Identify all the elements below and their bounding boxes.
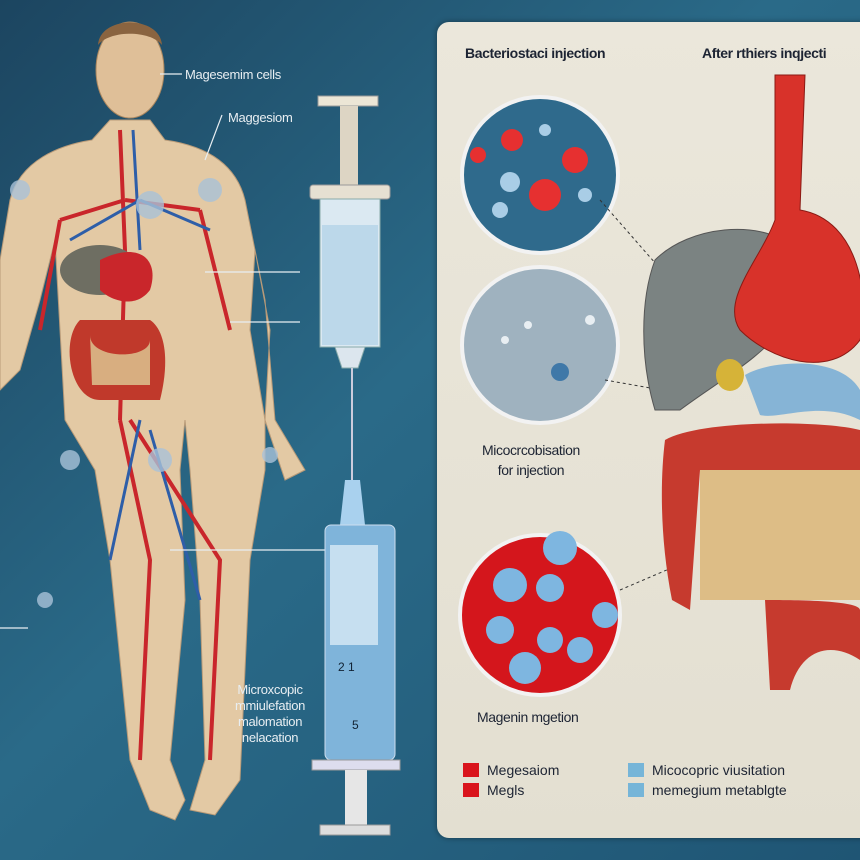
legend-item: Megesaiom xyxy=(463,760,559,780)
syringe-bottom xyxy=(311,480,401,836)
legend-left: Megesaiom Megls xyxy=(463,760,559,800)
caption-microcrobisation: Micocrcobisation for injection xyxy=(482,440,580,480)
caption-magnesium-mgetion: Magenin mgetion xyxy=(477,709,579,725)
legend-right: Micocopric viusitation memegium metablgt… xyxy=(628,760,787,800)
legend-label: Megesaiom xyxy=(487,762,560,778)
label-magnesium-cells: Magesemim cells xyxy=(185,67,281,82)
label-line: malomation xyxy=(237,714,303,729)
legend-swatch-red xyxy=(463,783,479,797)
header-after-injection: After rthiers inqjecti xyxy=(702,45,827,61)
label-magnesium: Maggesiom xyxy=(228,110,293,125)
syringe-scale-1: 1 xyxy=(348,660,355,674)
legend-label: Micocopric viusitation xyxy=(652,762,786,778)
syringe-top xyxy=(309,95,391,485)
legend-item: Megls xyxy=(463,780,559,800)
label-line: nelacation xyxy=(241,730,299,745)
legend-item: memegium metablgte xyxy=(628,780,787,800)
header-before-injection: Bacteriostaci injection xyxy=(465,45,606,61)
label-line: mmiulefation xyxy=(235,698,306,713)
legend-swatch-red xyxy=(463,763,479,777)
label-microscopic: Microxcopic mmiulefation malomation nela… xyxy=(235,682,305,746)
label-line: Microxcopic xyxy=(237,682,303,697)
caption-line: Micocrcobisation xyxy=(482,442,580,458)
pointer-lines xyxy=(0,73,330,629)
human-body xyxy=(0,21,306,821)
legend-label: Megls xyxy=(487,782,525,798)
microscope-circle-middle xyxy=(460,265,620,425)
legend-item: Micocopric viusitation xyxy=(628,760,787,780)
legend-swatch-blue xyxy=(628,763,644,777)
microscope-circle-top xyxy=(460,95,620,255)
microscope-circle-bottom xyxy=(458,531,622,697)
syringe-scale-5: 5 xyxy=(352,718,359,732)
legend-swatch-blue xyxy=(628,783,644,797)
organs xyxy=(643,74,860,690)
syringe-scale-2: 2 xyxy=(338,660,345,674)
legend-label: memegium metablgte xyxy=(652,782,787,798)
caption-line: for injection xyxy=(497,462,565,478)
